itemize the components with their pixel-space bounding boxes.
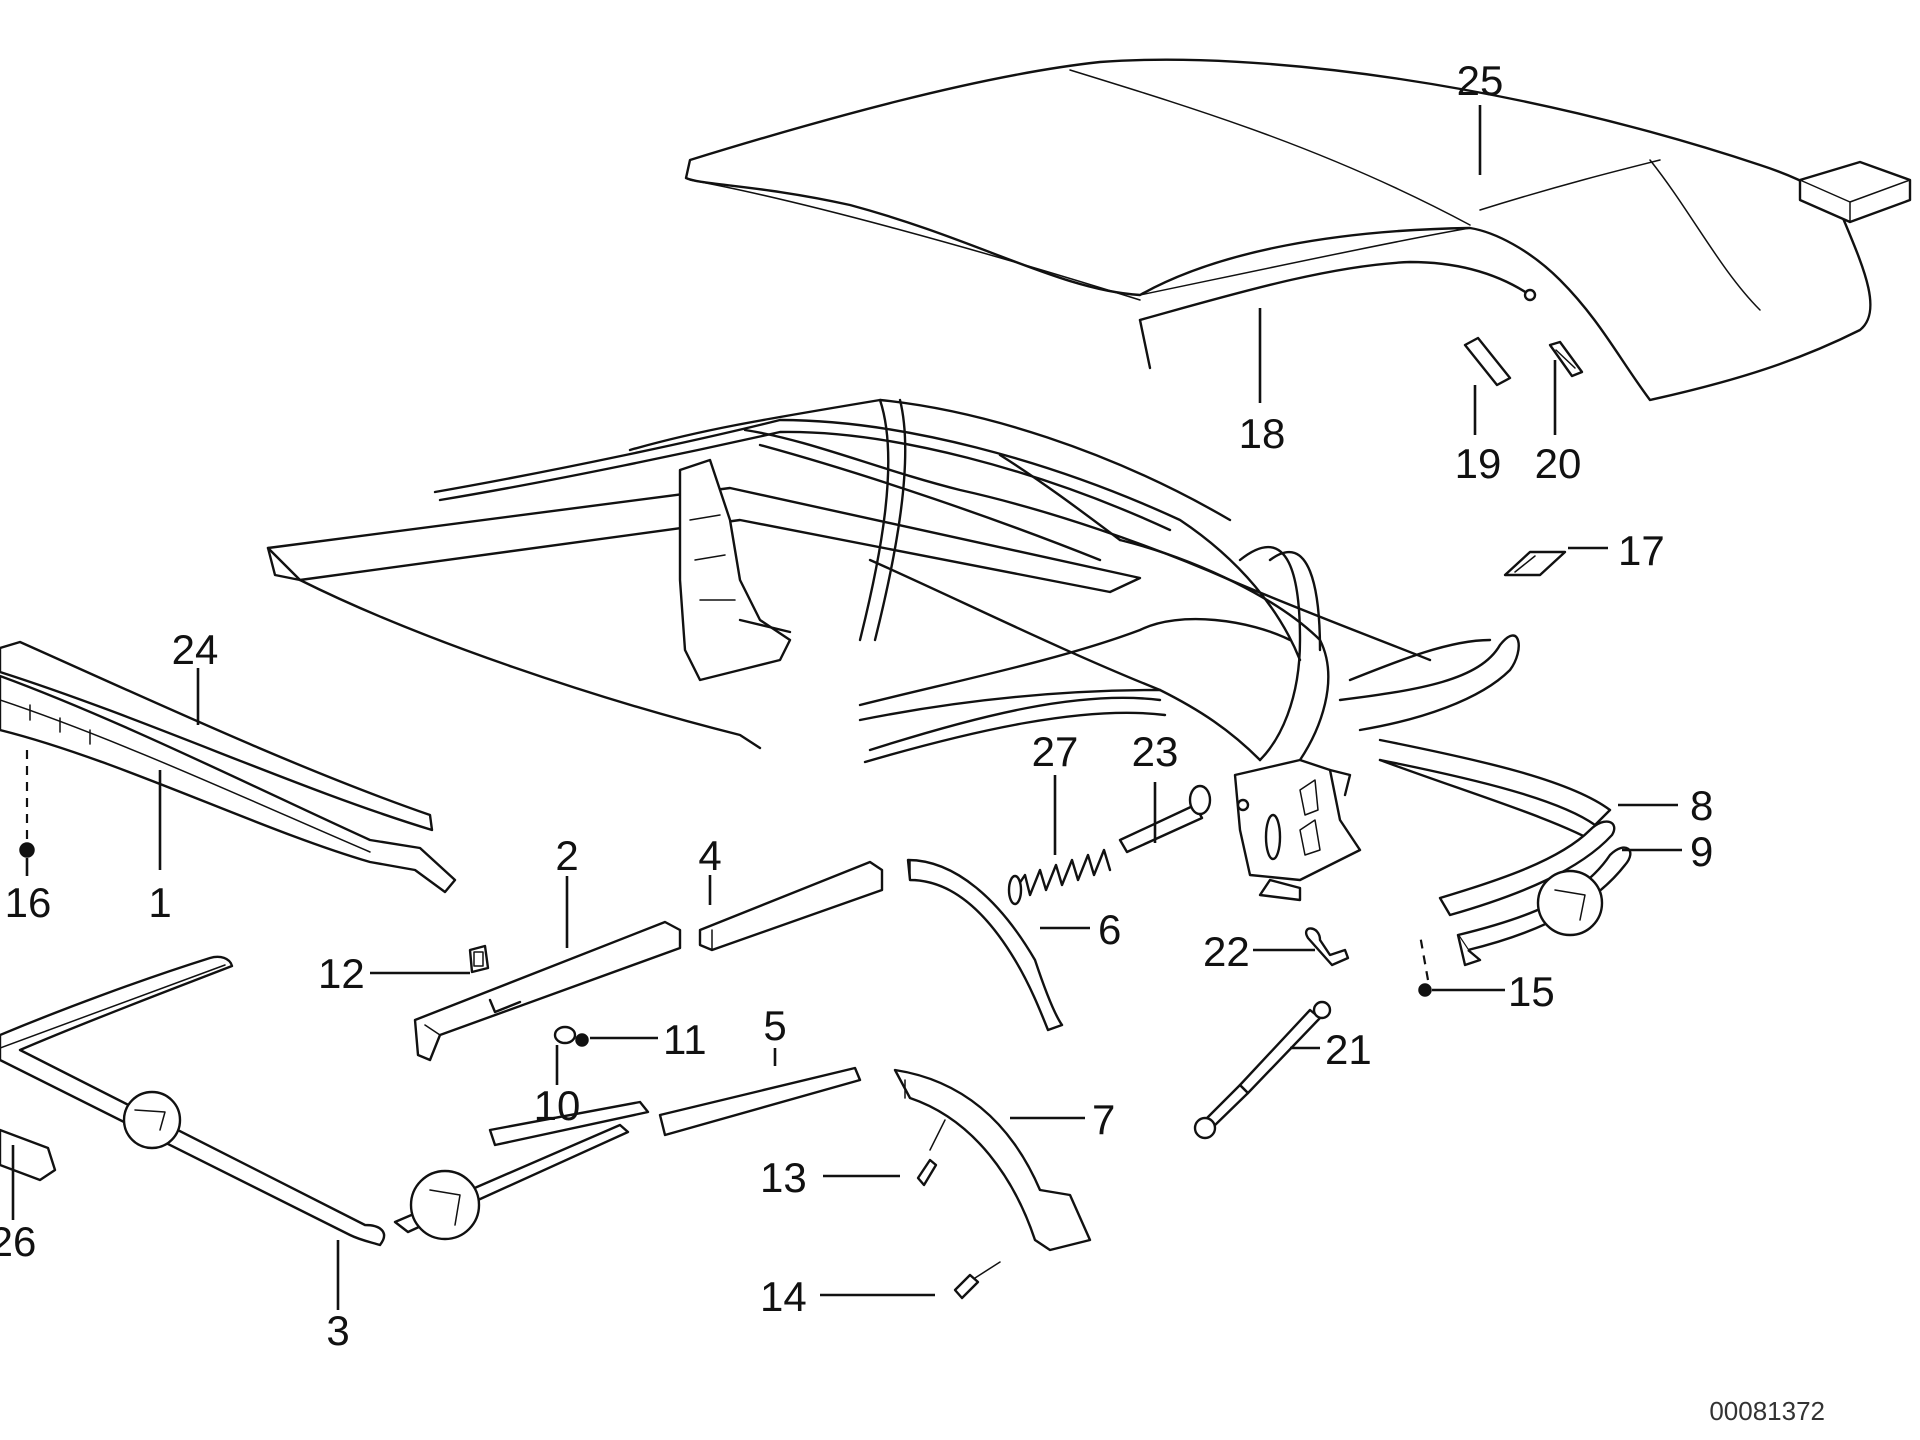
callout-14: 14 — [760, 1273, 807, 1320]
repair-patch-25[interactable] — [1798, 160, 1912, 224]
callout-11: 11 — [663, 1016, 707, 1063]
callout-10: 10 — [534, 1082, 581, 1129]
seal-piece-26[interactable] — [0, 1128, 57, 1182]
callout-16: 16 — [5, 879, 52, 926]
convertible-top-frame[interactable] — [266, 398, 1612, 902]
leader-lines — [11, 105, 1682, 1310]
screw-13[interactable] — [916, 1119, 946, 1187]
seal-strip-4[interactable] — [698, 860, 884, 952]
callout-7: 7 — [1092, 1096, 1115, 1143]
callout-9: 9 — [1690, 828, 1713, 875]
front-header-seal-24[interactable] — [0, 640, 434, 832]
callout-18: 18 — [1239, 410, 1286, 457]
screw-16[interactable] — [19, 842, 35, 858]
clip-22[interactable] — [1305, 927, 1350, 967]
top-part-20[interactable] — [1548, 340, 1584, 378]
seal-strip-5[interactable] — [488, 1066, 862, 1147]
pin-23[interactable] — [1118, 784, 1212, 854]
callout-19: 19 — [1455, 440, 1502, 487]
screw-14[interactable] — [953, 1261, 1001, 1300]
seal-strip-2[interactable] — [413, 920, 682, 1062]
callout-20: 20 — [1535, 440, 1582, 487]
callout-22: 22 — [1203, 928, 1250, 975]
soft-top-cover[interactable] — [684, 58, 1872, 402]
dashed-guide-15 — [1418, 934, 1430, 981]
diagram-code: 00081372 — [1709, 1396, 1825, 1426]
callout-27: 27 — [1032, 728, 1079, 775]
top-part-19[interactable] — [1463, 336, 1512, 387]
callout-25: 25 — [1457, 57, 1504, 104]
callout-17: 17 — [1618, 527, 1665, 574]
callout-4: 4 — [698, 832, 721, 879]
callout-labels: 25 18 19 20 17 24 16 1 2 4 27 23 6 8 9 2… — [0, 57, 1825, 1426]
callout-13: 13 — [760, 1154, 807, 1201]
callout-2: 2 — [555, 832, 578, 879]
callout-5: 5 — [763, 1002, 786, 1049]
callout-8: 8 — [1690, 782, 1713, 829]
callout-24: 24 — [172, 626, 219, 673]
spring-27[interactable] — [1007, 848, 1112, 906]
callout-21: 21 — [1325, 1026, 1372, 1073]
side-window-seal-3[interactable] — [0, 955, 630, 1247]
windshield-header-1[interactable] — [0, 674, 457, 894]
callout-3: 3 — [326, 1307, 349, 1354]
callout-6: 6 — [1098, 906, 1121, 953]
screw-15[interactable] — [1418, 983, 1432, 997]
bracket-17[interactable] — [1503, 550, 1567, 577]
callout-26: 26 — [0, 1218, 36, 1265]
callout-12: 12 — [318, 950, 365, 997]
rear-seal-7[interactable] — [893, 1068, 1092, 1252]
gas-strut-21[interactable] — [1193, 1000, 1332, 1140]
callout-15: 15 — [1508, 968, 1555, 1015]
seal-strip-6[interactable] — [906, 858, 1064, 1032]
callout-23: 23 — [1132, 728, 1179, 775]
callout-1: 1 — [148, 879, 171, 926]
bolt-10-11[interactable] — [553, 1025, 589, 1047]
rear-seal-8[interactable] — [1438, 820, 1616, 917]
clip-12[interactable] — [468, 944, 490, 974]
